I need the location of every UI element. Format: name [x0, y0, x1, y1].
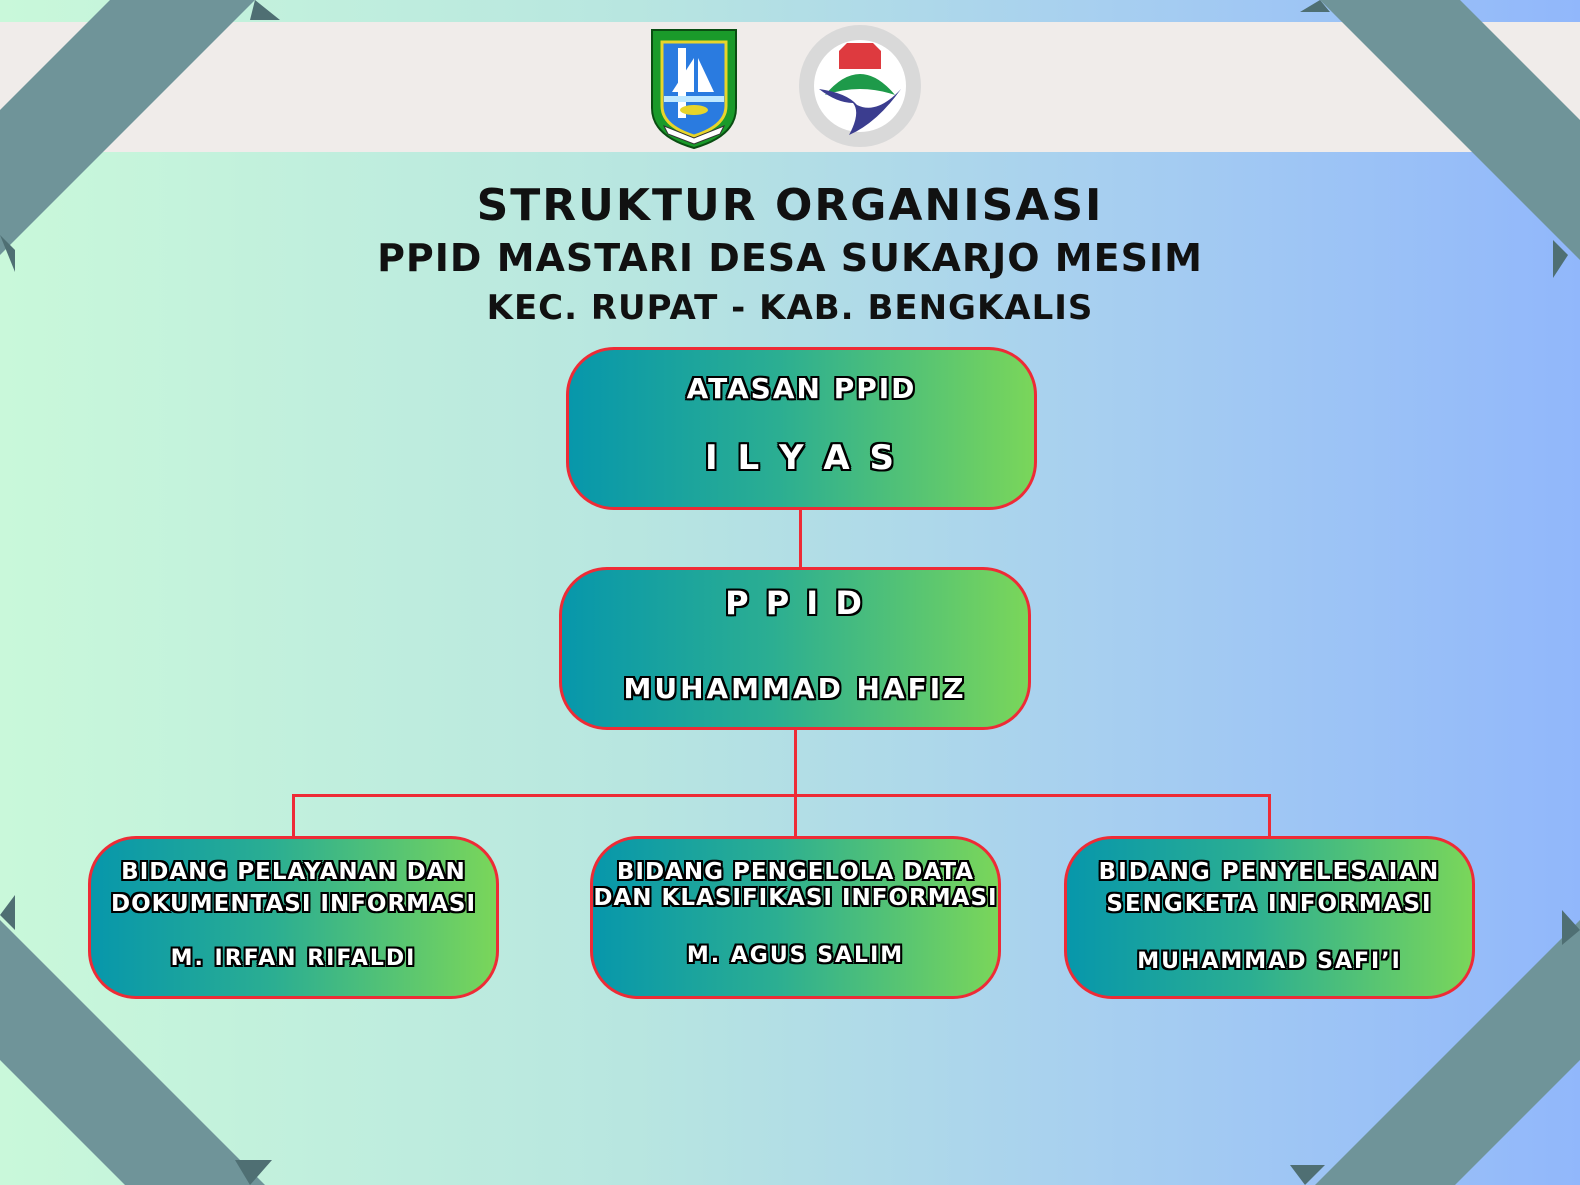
page-location: KEC. RUPAT - KAB. BENGKALIS	[486, 288, 1094, 328]
page-title: STRUKTUR ORGANISASI	[476, 180, 1104, 231]
role-label: DOKUMENTASI INFORMASI	[110, 891, 476, 917]
person-name: M. AGUS SALIM	[686, 943, 905, 968]
ribbon-top-left	[0, 0, 255, 255]
page-subtitle: PPID MASTARI DESA SUKARJO MESIM	[377, 236, 1203, 280]
connector-horizontal-bus	[292, 794, 1271, 797]
atasan-ppid-box: ATASAN PPID I L Y A S	[566, 347, 1037, 510]
role-label: ATASAN PPID	[686, 372, 917, 405]
person-name: I L Y A S	[704, 438, 899, 478]
person-name: M. IRFAN RIFALDI	[170, 946, 417, 971]
ribbon-bottom-right	[1315, 920, 1580, 1185]
connector-top-middle	[799, 509, 802, 567]
bengkalis-crest-logo	[651, 29, 737, 150]
bidang-pelayanan-box: BIDANG PELAYANAN DAN DOKUMENTASI INFORMA…	[88, 836, 499, 999]
role-label: SENGKETA INFORMASI	[1106, 891, 1433, 917]
role-label: BIDANG PELAYANAN DAN	[121, 859, 466, 885]
ribbon-bottom-left	[0, 920, 265, 1185]
role-label: BIDANG PENYELESAIAN	[1098, 859, 1441, 885]
connector-right	[1268, 794, 1271, 836]
connector-middle-bus	[794, 729, 797, 837]
kemendes-logo	[799, 25, 921, 147]
bidang-penyelesaian-box: BIDANG PENYELESAIAN SENGKETA INFORMASI M…	[1064, 836, 1475, 999]
ribbon-top-right	[1320, 0, 1580, 260]
person-name: MUHAMMAD SAFI’I	[1137, 949, 1402, 974]
role-label: BIDANG PENGELOLA DATA	[616, 859, 975, 885]
ppid-box: P P I D MUHAMMAD HAFIZ	[559, 567, 1031, 730]
role-label: DAN KLASIFIKASI INFORMASI	[593, 885, 998, 911]
header-band	[0, 22, 1580, 152]
connector-left	[292, 794, 295, 836]
role-label: P P I D	[725, 584, 865, 622]
person-name: MUHAMMAD HAFIZ	[623, 672, 967, 705]
bidang-pengelola-data-box: BIDANG PENGELOLA DATA DAN KLASIFIKASI IN…	[590, 836, 1001, 999]
